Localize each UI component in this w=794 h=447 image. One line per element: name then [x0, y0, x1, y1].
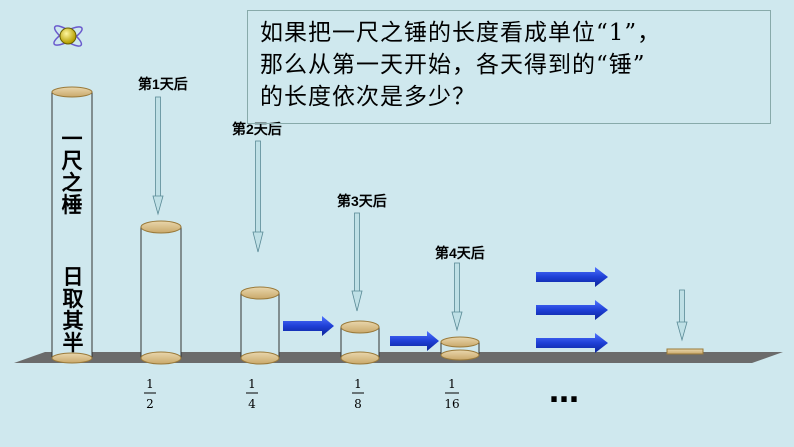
ellipsis: …: [549, 375, 579, 410]
day-label-1: 第1天后: [138, 76, 188, 92]
cylinder-half: [140, 220, 182, 365]
cylinder-sixteenth: [440, 336, 480, 361]
fraction-quarter-den: 4: [248, 397, 256, 411]
atom-icon: [53, 25, 83, 47]
fraction-half-num: 1: [146, 377, 154, 391]
pointer-arrow-final: [676, 289, 688, 342]
blue-arrow-1: [283, 316, 334, 336]
day-label-3: 第3天后: [337, 193, 387, 209]
blue-arrow-2: [390, 331, 439, 351]
fraction-quarter: 1 4: [246, 377, 258, 411]
fraction-eighth-den: 8: [354, 397, 362, 411]
blue-arrow-3: [536, 267, 608, 287]
fraction-sixteenth-den: 16: [444, 397, 459, 411]
pointer-arrow-day1: [152, 96, 164, 216]
question-line-2: 那么从第一天开始，各天得到的“锤”: [260, 52, 646, 78]
fraction-quarter-num: 1: [248, 377, 256, 391]
cylinder-quarter: [240, 286, 280, 365]
floor-bar: [14, 352, 783, 363]
rod-char: 取: [62, 287, 84, 311]
day-label-2: 第2天后: [232, 121, 282, 137]
rod-char: 棰: [61, 193, 83, 217]
rod-char: 半: [62, 331, 84, 355]
pointer-arrow-day4: [451, 262, 463, 332]
pointer-arrow-day3: [351, 212, 363, 312]
question-line-3: 的长度依次是多少？: [260, 84, 476, 110]
blue-arrow-4: [536, 300, 608, 320]
cylinder-tiny: [666, 348, 704, 355]
rod-label-bottom: 日 取 其 半: [58, 266, 88, 354]
fraction-half: 1 2: [144, 377, 156, 411]
question-line-1: 如果把一尺之锤的长度看成单位“1”，: [260, 20, 662, 46]
rod-char: 日: [62, 265, 84, 289]
cylinder-eighth: [340, 320, 380, 365]
fraction-half-den: 2: [146, 397, 154, 411]
rod-char: 其: [62, 309, 84, 333]
rod-char: 尺: [61, 149, 83, 173]
fraction-eighth-num: 1: [354, 377, 362, 391]
pointer-arrow-day2: [252, 140, 264, 253]
question-box: 如果把一尺之锤的长度看成单位“1”， 那么从第一天开始，各天得到的“锤” 的长度…: [247, 10, 771, 124]
day-label-4: 第4天后: [435, 245, 485, 261]
fraction-sixteenth: 1 16: [444, 377, 459, 411]
fraction-sixteenth-num: 1: [448, 377, 456, 391]
blue-arrow-5: [536, 333, 608, 353]
rod-char: 一: [61, 127, 83, 151]
full-rod: [51, 86, 93, 364]
rod-label-top: 一 尺 之 棰: [57, 128, 87, 216]
fraction-eighth: 1 8: [352, 377, 364, 411]
rod-char: 之: [61, 171, 83, 195]
